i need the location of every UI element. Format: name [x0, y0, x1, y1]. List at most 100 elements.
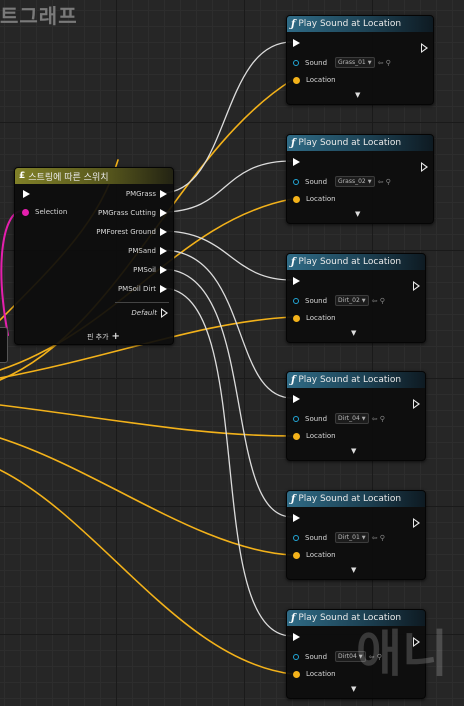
sound-asset-picker[interactable]: Dirt_04▼: [335, 413, 369, 424]
location-pin[interactable]: Location: [293, 670, 336, 678]
sound-asset-picker[interactable]: Dirt_02▼: [335, 295, 369, 306]
exec-out-pin[interactable]: [413, 276, 420, 291]
dropdown-arrow-icon: ▼: [367, 178, 372, 185]
exec-in-icon: [293, 39, 300, 47]
exec-out-hollow-icon: [413, 637, 420, 647]
exec-in-pin[interactable]: [23, 190, 30, 198]
sound-pin[interactable]: Sound Grass_01▼⇦ ⚲: [293, 57, 391, 68]
exec-in-pin[interactable]: [293, 277, 300, 285]
dropdown-arrow-icon: ▼: [361, 415, 366, 422]
output-pin-pmforest-ground[interactable]: PMForest Ground: [96, 228, 167, 236]
asset-tools-icon[interactable]: ⇦ ⚲: [371, 414, 385, 423]
sound-asset-picker[interactable]: Dirt_01▼: [335, 532, 369, 543]
sound-label: Sound: [305, 58, 328, 67]
exec-in-pin[interactable]: [293, 158, 300, 166]
asset-tools-icon[interactable]: ⇦ ⚲: [377, 177, 391, 186]
switch-icon: £: [19, 171, 26, 181]
add-pin-button[interactable]: 핀 추가+: [87, 331, 120, 342]
location-pin-icon: [293, 551, 300, 559]
exec-out-icon: [160, 266, 167, 274]
sound-pin-icon: [293, 534, 299, 541]
location-pin[interactable]: Location: [293, 432, 336, 440]
selection-pin-icon: [22, 208, 29, 216]
switch-node-header[interactable]: £ 스트링에 따른 스위치: [15, 168, 173, 184]
sound-asset-name: Dirt_04: [338, 415, 360, 422]
asset-tools-icon[interactable]: ⇦ ⚲: [371, 296, 385, 305]
exec-out-pin[interactable]: [413, 513, 420, 528]
exec-wire: [161, 230, 293, 281]
sound-pin[interactable]: Sound Grass_02▼⇦ ⚲: [293, 176, 391, 187]
location-label: Location: [306, 314, 336, 322]
exec-out-pin[interactable]: [413, 632, 420, 647]
graph-title: 트그래프: [0, 4, 78, 28]
partial-node[interactable]: [0, 327, 8, 363]
expand-chevron-icon[interactable]: ▼: [355, 91, 361, 99]
exec-out-hollow-icon: [421, 162, 428, 172]
exec-in-pin[interactable]: [293, 633, 300, 641]
expand-chevron-icon[interactable]: ▼: [351, 566, 357, 574]
exec-in-pin[interactable]: [293, 514, 300, 522]
location-pin[interactable]: Location: [293, 551, 336, 559]
exec-out-pin[interactable]: [413, 394, 420, 409]
sound-label: Sound: [305, 414, 328, 423]
output-pin-pmsoil-dirt[interactable]: PMSoil Dirt: [118, 285, 167, 293]
output-pin-pmsoil[interactable]: PMSoil: [133, 266, 167, 274]
sound-asset-picker[interactable]: Dirt04▼: [335, 651, 366, 662]
output-label: PMGrass Cutting: [97, 209, 156, 217]
play-sound-node-title: Play Sound at Location: [298, 19, 402, 29]
location-wire: [0, 469, 293, 675]
output-pin-pmgrass-cutting[interactable]: PMGrass Cutting: [98, 209, 167, 217]
sound-pin-icon: [293, 178, 299, 185]
exec-out-pin[interactable]: [421, 157, 428, 172]
function-icon: ƒ: [291, 137, 296, 149]
output-pin-pmsand[interactable]: PMSand: [128, 247, 167, 255]
output-pin-default[interactable]: Default: [131, 308, 168, 318]
sound-pin-icon: [293, 653, 299, 660]
exec-in-icon: [23, 190, 30, 198]
exec-out-pin[interactable]: [421, 38, 428, 53]
exec-in-icon: [293, 158, 300, 166]
exec-in-pin[interactable]: [293, 395, 300, 403]
asset-tools-icon[interactable]: ⇦ ⚲: [368, 652, 382, 661]
sound-asset-picker[interactable]: Grass_02▼: [335, 176, 375, 187]
expand-chevron-icon[interactable]: ▼: [351, 685, 357, 693]
expand-chevron-icon[interactable]: ▼: [351, 329, 357, 337]
asset-tools-icon[interactable]: ⇦ ⚲: [377, 58, 391, 67]
location-pin[interactable]: Location: [293, 314, 336, 322]
sound-label: Sound: [305, 177, 328, 186]
expand-chevron-icon[interactable]: ▼: [355, 210, 361, 218]
add-pin-label: 핀 추가: [87, 333, 109, 341]
output-label: PMSoil Dirt: [117, 285, 156, 293]
expand-chevron-icon[interactable]: ▼: [351, 447, 357, 455]
asset-tools-icon[interactable]: ⇦ ⚲: [371, 533, 385, 542]
location-pin-icon: [293, 670, 300, 678]
selection-pin[interactable]: Selection: [22, 208, 67, 216]
dropdown-arrow-icon: ▼: [361, 534, 366, 541]
play-sound-node-title: Play Sound at Location: [298, 494, 402, 504]
location-pin[interactable]: Location: [293, 76, 336, 84]
sound-asset-picker[interactable]: Grass_01▼: [335, 57, 375, 68]
output-label: PMGrass: [125, 190, 156, 198]
output-pin-pmgrass[interactable]: PMGrass: [126, 190, 167, 198]
sound-asset-name: Dirt04: [338, 653, 357, 660]
location-pin[interactable]: Location: [293, 195, 336, 203]
switch-on-string-node[interactable]: £ 스트링에 따른 스위치 Selection PMGrass PMGrass …: [14, 167, 174, 345]
exec-in-pin[interactable]: [293, 39, 300, 47]
